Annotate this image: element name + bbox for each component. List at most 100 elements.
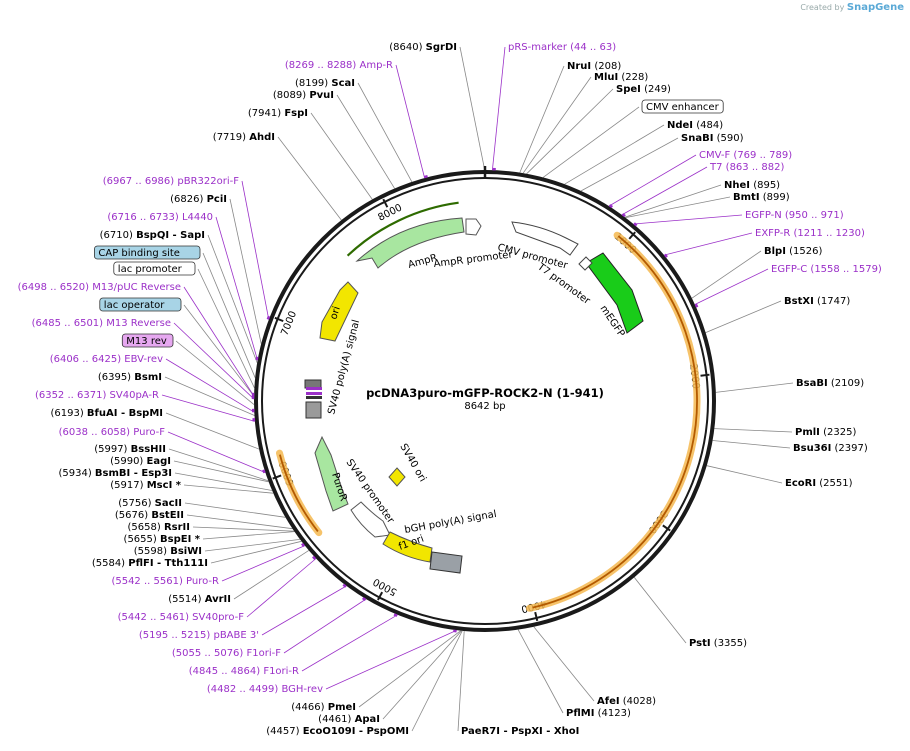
leader-line bbox=[167, 431, 266, 473]
ampr_primer-label: (8269 .. 8288) Amp-R bbox=[285, 60, 393, 71]
sv40-ori-feature[interactable] bbox=[388, 467, 406, 487]
primer-site-mark bbox=[393, 613, 398, 617]
leader-line bbox=[221, 545, 306, 582]
site-position: (6498 .. 6520) bbox=[18, 282, 90, 293]
leader-line bbox=[382, 630, 462, 720]
site-position: (5442 .. 5461) bbox=[118, 612, 190, 623]
enzyme-name: SpeI bbox=[616, 84, 641, 95]
leader-line bbox=[202, 531, 295, 540]
leader-line bbox=[173, 460, 269, 483]
nrui-label: NruI (208) bbox=[567, 61, 621, 72]
ori-feature[interactable] bbox=[319, 281, 359, 342]
leader-line bbox=[564, 124, 665, 185]
pbr322-label: (6967 .. 6986) pBR322ori-F bbox=[103, 176, 239, 187]
bfuai-label: (6193) BfuAI - BspMI bbox=[50, 408, 163, 419]
primer-name: Puro-R bbox=[186, 576, 219, 587]
leader-line bbox=[715, 382, 794, 393]
primer-name: L4440 bbox=[182, 212, 213, 223]
leader-line bbox=[522, 76, 592, 174]
tick-mark bbox=[377, 591, 384, 601]
enzyme-name: PmeI bbox=[328, 702, 356, 713]
leader-line bbox=[580, 137, 679, 192]
f1-ori-feature[interactable] bbox=[382, 531, 433, 563]
t7-promoter-feature[interactable] bbox=[578, 256, 593, 271]
mgfp-feature[interactable] bbox=[585, 252, 644, 334]
primer-name: pRS-marker bbox=[508, 42, 568, 53]
puror-feature[interactable] bbox=[314, 435, 349, 512]
enzyme-name: BsiWI bbox=[170, 546, 202, 557]
primer-site-mark bbox=[621, 213, 626, 218]
primer-name: pBABE 3' bbox=[213, 630, 259, 641]
bgh-polya-feature[interactable] bbox=[429, 551, 463, 574]
leader-line bbox=[173, 322, 255, 400]
site-position: (2109) bbox=[831, 378, 864, 389]
snabi-label: SnaBI (590) bbox=[681, 133, 744, 144]
enzyme-name: PciI bbox=[207, 194, 227, 205]
pmei-label: (4466) PmeI bbox=[291, 702, 356, 713]
leader-line bbox=[174, 472, 273, 491]
egfpn-label: EGFP-N (950 .. 971) bbox=[745, 210, 844, 221]
leader-line bbox=[204, 539, 301, 552]
leader-line bbox=[411, 630, 463, 732]
orf-highlight-puro bbox=[276, 449, 323, 537]
feature-box-label: CAP binding site bbox=[94, 245, 201, 260]
leader-line bbox=[175, 340, 255, 405]
lacop-label: lac operator bbox=[104, 300, 165, 311]
prs-label: pRS-marker (44 .. 63) bbox=[508, 42, 616, 53]
site-position: (5655) bbox=[124, 534, 157, 545]
primer-site-mark bbox=[266, 315, 271, 320]
primer-site-mark bbox=[608, 204, 613, 209]
feature-box bbox=[99, 297, 182, 312]
enzyme-name: BspEI * bbox=[160, 534, 201, 545]
leader-line bbox=[183, 484, 274, 494]
credit: Created by SnapGene bbox=[800, 2, 904, 13]
puror-label: (5542 .. 5561) Puro-R bbox=[111, 576, 219, 587]
primer-name: SV40pro-F bbox=[192, 612, 244, 623]
site-position: (5917) bbox=[110, 480, 143, 491]
pmli-label: PmlI (2325) bbox=[795, 427, 856, 438]
site-position: (2325) bbox=[823, 427, 856, 438]
site-position: (6826) bbox=[170, 194, 203, 205]
leader-line bbox=[246, 558, 317, 618]
leader-line bbox=[542, 106, 640, 178]
site-position: (5584) bbox=[92, 558, 128, 569]
bsmi-label: (6395) BsmI bbox=[98, 372, 162, 383]
sv40-promoter-feature[interactable] bbox=[350, 501, 391, 538]
enzyme-name: AfeI bbox=[597, 696, 620, 707]
exfpr-label: EXFP-R (1211 .. 1230) bbox=[755, 228, 865, 239]
site-position: (6193) bbox=[50, 408, 86, 419]
primer-name: EXFP-R bbox=[755, 228, 790, 239]
site-position: (7719) bbox=[213, 132, 246, 143]
primer-name: BGH-rev bbox=[281, 684, 323, 695]
sv40-polya-feature[interactable] bbox=[304, 379, 322, 389]
primer-site-mark bbox=[423, 175, 428, 179]
feature-box-label: M13 rev bbox=[121, 333, 174, 348]
enzyme-name: EcoRI bbox=[785, 478, 816, 489]
tick-mark bbox=[700, 373, 710, 377]
ampr-promoter-feature[interactable] bbox=[465, 218, 482, 236]
psti-label: PstI (3355) bbox=[689, 638, 747, 649]
l4440-label: (6716 .. 6733) L4440 bbox=[107, 212, 213, 223]
primer-name: F1ori-R bbox=[263, 666, 299, 677]
ahdi-label: (7719) AhdI bbox=[213, 132, 275, 143]
leader-line bbox=[457, 631, 465, 732]
cmv-promoter-feature[interactable] bbox=[511, 221, 579, 256]
bstxi-label: BstXI (1747) bbox=[784, 296, 850, 307]
enzyme-name: BlpI bbox=[764, 246, 786, 257]
tick-mark bbox=[628, 231, 636, 240]
enzyme-name: PflFI - Tth111I bbox=[128, 558, 208, 569]
sv40-polya-feature-2[interactable] bbox=[305, 401, 322, 419]
tick-mark bbox=[534, 611, 539, 622]
ampr-feature[interactable] bbox=[355, 217, 465, 269]
leader-line bbox=[357, 82, 413, 183]
site-position: (2397) bbox=[835, 443, 868, 454]
leader-line bbox=[165, 412, 260, 450]
leader-line bbox=[215, 216, 258, 361]
bsteii-label: (5676) BstEII bbox=[115, 510, 184, 521]
site-position: (6716 .. 6733) bbox=[107, 212, 179, 223]
plasmid-size: 8642 bp bbox=[464, 401, 505, 412]
leader-line bbox=[395, 64, 425, 179]
site-position: (5676) bbox=[115, 510, 148, 521]
leader-line bbox=[624, 184, 722, 218]
